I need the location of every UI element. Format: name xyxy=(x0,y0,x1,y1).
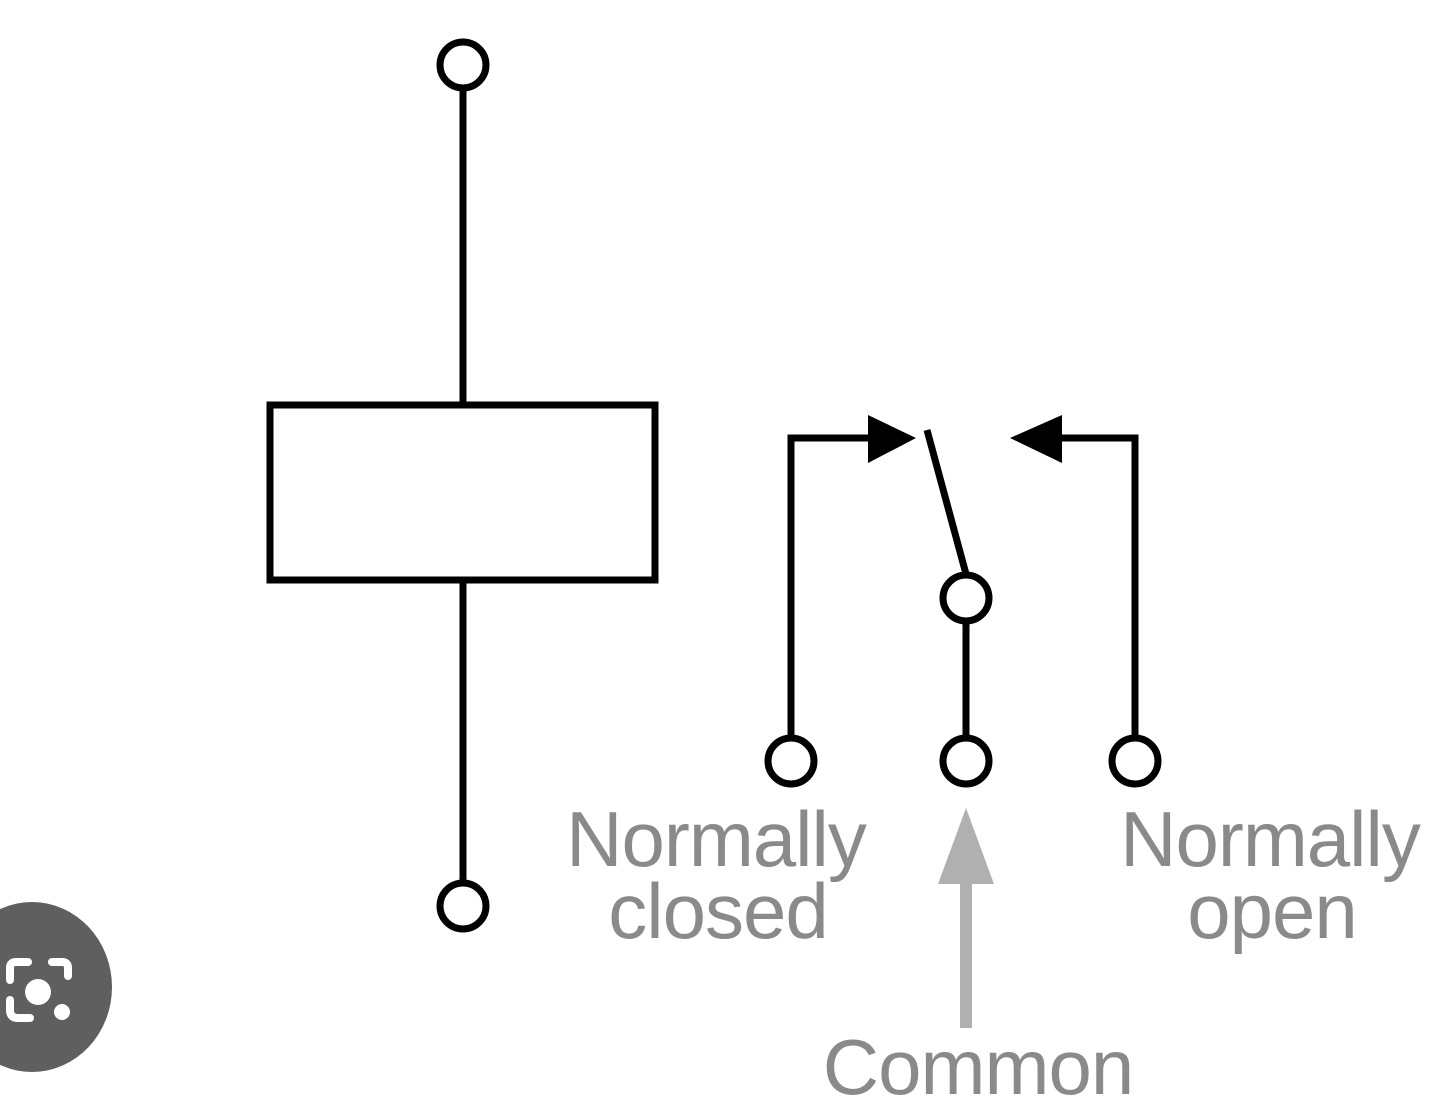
normally-closed-terminal xyxy=(764,734,818,788)
coil-body xyxy=(266,401,659,584)
switch-blade xyxy=(923,429,970,575)
relay-switch xyxy=(764,415,1162,788)
common-pointer-arrow xyxy=(938,808,994,1028)
normally-closed-wire xyxy=(787,434,870,737)
normally-open-terminal xyxy=(1108,734,1162,788)
normally-open-wire xyxy=(1058,434,1139,737)
coil-bottom-terminal xyxy=(436,879,490,933)
coil-top-terminal xyxy=(436,38,490,92)
normally-closed-arrowhead xyxy=(868,415,916,463)
camera-search-icon xyxy=(6,958,72,1022)
common-pivot xyxy=(939,571,993,625)
common-terminal xyxy=(939,734,993,788)
common-label: Common xyxy=(823,1023,1133,1111)
normally-open-label-line2: open xyxy=(1187,867,1357,955)
normally-closed-label-line2: closed xyxy=(608,867,827,955)
normally-open-label-line1: Normally xyxy=(1120,795,1421,883)
normally-closed-label-line1: Normally xyxy=(566,795,867,883)
normally-open-arrowhead xyxy=(1010,415,1062,463)
relay-coil xyxy=(266,38,659,933)
